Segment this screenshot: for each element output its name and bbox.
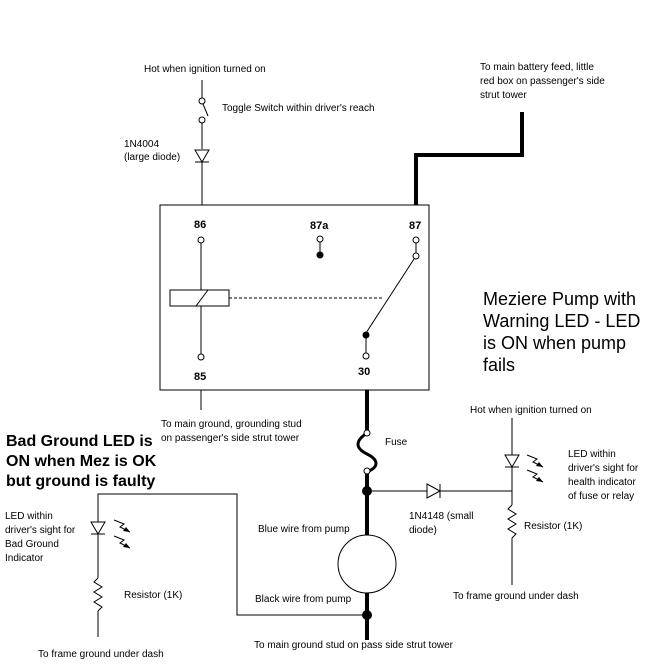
led-right-light-arrows bbox=[526, 454, 544, 483]
pin-87a-label: 87a bbox=[310, 220, 329, 232]
diagram-title-line3: is ON when pump bbox=[483, 333, 626, 353]
battery-feed-wire bbox=[414, 112, 524, 205]
diagram-title-line1: Meziere Pump with bbox=[483, 289, 636, 309]
bad-ground-title-line2: ON when Mez is OK bbox=[6, 453, 157, 470]
pin-87a-terminal-top bbox=[316, 235, 324, 243]
fuse-label: Fuse bbox=[385, 437, 408, 448]
frame-ground-right-label: To frame ground under dash bbox=[453, 591, 579, 602]
toggle-switch-terminal-bottom bbox=[198, 116, 206, 124]
battery-feed-label-line1: To main battery feed, little bbox=[480, 62, 594, 73]
main-ground-stud-label: To main ground stud on pass side strut t… bbox=[254, 640, 454, 651]
relay-switch-arm bbox=[365, 258, 415, 334]
pin-30-terminal bbox=[362, 352, 370, 360]
resistor-left-label: Resistor (1K) bbox=[124, 590, 182, 601]
ground-stud-label-line1: To main ground, grounding stud bbox=[161, 419, 302, 430]
led-left-label-line4: Indicator bbox=[5, 553, 44, 564]
led-right-label-line4: of fuse or relay bbox=[568, 491, 634, 502]
hot-right-label: Hot when ignition turned on bbox=[470, 405, 592, 416]
pin-85-label: 85 bbox=[194, 371, 206, 383]
pin-87a-terminal-bottom bbox=[316, 251, 324, 259]
led-right-label-line3: health indicator bbox=[568, 477, 636, 488]
bad-ground-title-line3: but ground is faulty bbox=[6, 473, 155, 490]
pin-86-terminal bbox=[197, 236, 205, 244]
toggle-switch-terminal-top bbox=[198, 97, 206, 105]
pin-30-label: 30 bbox=[358, 366, 370, 378]
fuse-symbol bbox=[356, 431, 378, 474]
pin-87-terminal bbox=[412, 236, 420, 244]
ignition-feed-branch bbox=[194, 80, 210, 205]
diode-1n4148-label-line1: 1N4148 (small bbox=[409, 511, 473, 522]
hot-top-label: Hot when ignition turned on bbox=[144, 64, 266, 75]
diode-1n4004-label-line1: 1N4004 bbox=[124, 139, 159, 150]
diagram-title-line4: fails bbox=[483, 355, 515, 375]
diode-1n4148-symbol bbox=[426, 483, 442, 499]
resistor-left-symbol bbox=[93, 577, 103, 612]
battery-feed-label-line3: strut tower bbox=[480, 90, 527, 101]
led-left-label-line2: driver's sight for bbox=[5, 525, 76, 536]
pin-87-contact bbox=[412, 252, 420, 260]
blue-wire-label: Blue wire from pump bbox=[258, 524, 350, 535]
led-left-light-arrows bbox=[113, 519, 131, 549]
resistor-right-label: Resistor (1K) bbox=[524, 521, 582, 532]
black-wire-label: Black wire from pump bbox=[255, 594, 352, 605]
battery-feed-label-line2: red box on passenger's side bbox=[480, 76, 605, 87]
pump-motor bbox=[337, 534, 397, 594]
toggle-switch-label: Toggle Switch within driver's reach bbox=[222, 103, 375, 114]
diode-1n4004-symbol bbox=[194, 149, 210, 163]
led-left-symbol bbox=[90, 521, 106, 535]
pin-30-contact bbox=[362, 331, 370, 339]
diode-1n4148-label-line2: diode) bbox=[409, 525, 437, 536]
pin-85-terminal bbox=[197, 353, 205, 361]
resistor-right-symbol bbox=[507, 504, 517, 539]
led-right-label-line1: LED within bbox=[568, 449, 616, 460]
toggle-switch-lever bbox=[202, 103, 209, 117]
left-led-branch bbox=[90, 493, 367, 637]
diode-1n4004-label-line2: (large diode) bbox=[124, 152, 180, 163]
led-right-label-line2: driver's sight for bbox=[568, 463, 639, 474]
ground-stud-label-line2: on passenger's side strut tower bbox=[161, 433, 300, 444]
led-left-label-line3: Bad Ground bbox=[5, 539, 59, 550]
relay-coil bbox=[169, 289, 230, 307]
bad-ground-title-line1: Bad Ground LED is bbox=[6, 433, 153, 450]
diagram-title-line2: Warning LED - LED bbox=[483, 311, 640, 331]
led-left-label-line1: LED within bbox=[5, 511, 53, 522]
led-right-symbol bbox=[504, 454, 520, 468]
pump-feed-wire bbox=[356, 390, 378, 538]
pin-86-label: 86 bbox=[194, 219, 206, 231]
frame-ground-left-label: To frame ground under dash bbox=[38, 649, 164, 660]
right-led-branch bbox=[504, 418, 544, 585]
pin-87-label: 87 bbox=[409, 220, 421, 232]
